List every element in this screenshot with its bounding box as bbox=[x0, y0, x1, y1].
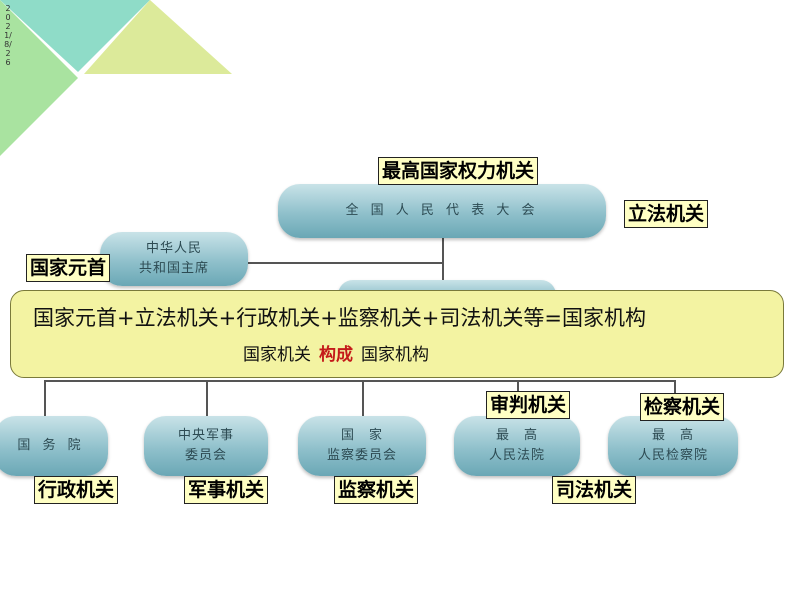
supreme-court-node: 最 高 人民法院 bbox=[454, 416, 580, 476]
head-of-state-tag: 国家元首 bbox=[26, 254, 111, 282]
yellow-triangle bbox=[84, 0, 232, 74]
npc-node: 全 国 人 民 代 表 大 会 bbox=[278, 184, 606, 238]
president-node-line1: 中华人民 bbox=[145, 241, 202, 256]
banner-sub-right: 国家机构 bbox=[361, 345, 429, 365]
banner-subline: 国家机关构成国家机构 bbox=[243, 343, 429, 367]
state-council-label: 国 务 院 bbox=[17, 438, 85, 453]
connector-president bbox=[245, 262, 443, 264]
military-commission-line1: 中央军事 bbox=[177, 428, 234, 443]
procuratorate-line2: 人民检察院 bbox=[637, 448, 708, 463]
connector-horizontal bbox=[44, 380, 676, 382]
connector-drop-2 bbox=[206, 380, 208, 416]
summary-banner: 国家元首+立法机关+行政机关+监察机关+司法机关等=国家机构 国家机关构成国家机… bbox=[10, 290, 784, 378]
supreme-court-line1: 最 高 bbox=[495, 428, 538, 443]
supervisory-commission-line1: 国 家 bbox=[340, 428, 383, 443]
teal-triangle bbox=[0, 0, 150, 72]
procuratorate-line1: 最 高 bbox=[651, 428, 694, 443]
procuratorial-organ-tag: 检察机关 bbox=[640, 393, 725, 421]
president-node-line2: 共和国主席 bbox=[138, 261, 209, 276]
legislative-tag: 立法机关 bbox=[624, 200, 709, 228]
administrative-tag: 行政机关 bbox=[34, 476, 119, 504]
supreme-court-line2: 人民法院 bbox=[488, 448, 545, 463]
military-commission-node: 中央军事 委员会 bbox=[144, 416, 268, 476]
banner-sub-highlight: 构成 bbox=[319, 345, 353, 365]
npc-node-label: 全 国 人 民 代 表 大 会 bbox=[345, 203, 539, 218]
date-label: 2021/8/26 bbox=[4, 4, 12, 67]
supreme-power-tag: 最高国家权力机关 bbox=[378, 157, 539, 185]
state-council-node: 国 务 院 bbox=[0, 416, 108, 476]
president-node: 中华人民 共和国主席 bbox=[100, 232, 248, 286]
supervisory-tag: 监察机关 bbox=[334, 476, 419, 504]
supervisory-commission-node: 国 家 监察委员会 bbox=[298, 416, 426, 476]
judicial-organ-tag: 审判机关 bbox=[486, 391, 571, 419]
connector-drop-3 bbox=[362, 380, 364, 416]
corner-decoration bbox=[0, 0, 232, 156]
military-tag: 军事机关 bbox=[184, 476, 269, 504]
banner-equation: 国家元首+立法机关+行政机关+监察机关+司法机关等=国家机构 bbox=[33, 306, 646, 330]
procuratorate-node: 最 高 人民检察院 bbox=[608, 416, 738, 476]
banner-sub-left: 国家机关 bbox=[243, 345, 311, 365]
justice-tag: 司法机关 bbox=[552, 476, 637, 504]
military-commission-line2: 委员会 bbox=[184, 448, 227, 463]
connector-drop-1 bbox=[44, 380, 46, 416]
supervisory-commission-line2: 监察委员会 bbox=[326, 448, 397, 463]
connector-trunk bbox=[442, 238, 444, 290]
green-triangle bbox=[0, 0, 78, 156]
